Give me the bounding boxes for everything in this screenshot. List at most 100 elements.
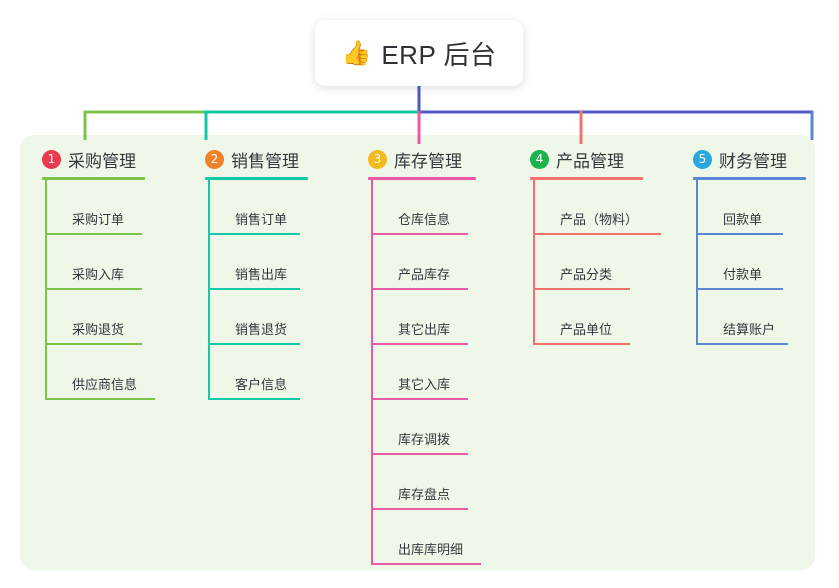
leaf-connector — [371, 233, 386, 235]
leaf-node[interactable]: 采购退货 — [45, 290, 145, 345]
branch-spine-3 — [371, 180, 373, 565]
leaf-node[interactable]: 客户信息 — [208, 345, 308, 400]
leaf-underline — [223, 398, 300, 400]
branch-children-3: 仓库信息产品库存其它出库其它入库库存调拨库存盘点出库库明细 — [368, 180, 481, 565]
leaf-connector — [208, 343, 223, 345]
leaf-node[interactable]: 采购入库 — [45, 235, 145, 290]
leaf-connector — [371, 453, 386, 455]
branch-badge-2: 2 — [205, 149, 224, 169]
branch-header-1[interactable]: 1 采购管理 — [42, 147, 145, 171]
leaf-connector — [533, 343, 548, 345]
leaf-connector — [45, 288, 60, 290]
leaf-connector — [208, 398, 223, 400]
leaf-label: 库存调拨 — [398, 432, 451, 447]
leaf-connector — [696, 343, 711, 345]
leaf-label: 出库库明细 — [398, 542, 464, 557]
leaf-label: 产品单位 — [560, 322, 613, 337]
leaf-label: 产品库存 — [398, 267, 451, 282]
leaf-label: 采购退货 — [72, 322, 125, 337]
leaf-underline — [386, 398, 468, 400]
leaf-underline — [60, 233, 142, 235]
leaf-node[interactable]: 产品单位 — [533, 290, 643, 345]
leaf-node[interactable]: 付款单 — [696, 235, 806, 290]
leaf-node[interactable]: 库存盘点 — [371, 455, 476, 510]
branch-children-2: 销售订单销售出库销售退货客户信息 — [205, 180, 308, 400]
leaf-node[interactable]: 产品（物料） — [533, 180, 661, 235]
leaf-connector — [45, 343, 60, 345]
leaf-label: 其它出库 — [398, 322, 451, 337]
leaf-node[interactable]: 仓库信息 — [371, 180, 476, 235]
leaf-connector — [45, 233, 60, 235]
leaf-underline — [223, 233, 300, 235]
leaf-label: 其它入库 — [398, 377, 451, 392]
root-node[interactable]: 👍 ERP 后台 — [315, 20, 523, 86]
leaf-label: 客户信息 — [235, 377, 288, 392]
leaf-connector — [371, 563, 386, 565]
leaf-node[interactable]: 其它入库 — [371, 345, 476, 400]
branch-underline-4 — [530, 177, 643, 180]
leaf-connector — [371, 398, 386, 400]
leaf-label: 供应商信息 — [72, 377, 138, 392]
leaf-underline — [548, 288, 630, 290]
leaf-node[interactable]: 回款单 — [696, 180, 806, 235]
leaf-node[interactable]: 其它出库 — [371, 290, 476, 345]
leaf-underline — [386, 453, 468, 455]
branch-label-1: 采购管理 — [68, 151, 136, 171]
branch-underline-1 — [42, 177, 145, 180]
leaf-underline — [223, 288, 300, 290]
leaf-node[interactable]: 销售退货 — [208, 290, 308, 345]
leaf-underline — [386, 343, 468, 345]
branch-underline-2 — [205, 177, 308, 180]
leaf-label: 销售出库 — [235, 267, 288, 282]
branch-children-4: 产品（物料） 产品分类产品单位 — [530, 180, 661, 345]
leaf-label: 付款单 — [723, 267, 763, 282]
leaf-connector — [371, 288, 386, 290]
leaf-label: 回款单 — [723, 212, 763, 227]
leaf-node[interactable]: 产品库存 — [371, 235, 476, 290]
leaf-node[interactable]: 销售出库 — [208, 235, 308, 290]
leaf-connector — [371, 508, 386, 510]
branch-underline-3 — [368, 177, 476, 180]
branch-badge-1: 1 — [42, 149, 61, 169]
branch-badge-4: 4 — [530, 149, 549, 169]
branch-children-5: 回款单付款单结算账户 — [693, 180, 806, 345]
leaf-connector — [208, 233, 223, 235]
leaf-underline — [548, 233, 661, 235]
branch-underline-5 — [693, 177, 806, 180]
branch-column-1[interactable]: 1 采购管理采购订单采购入库采购退货供应商信息 — [42, 147, 155, 400]
branch-spine-1 — [45, 180, 47, 400]
leaf-node[interactable]: 结算账户 — [696, 290, 806, 345]
branch-label-3: 库存管理 — [394, 151, 462, 171]
leaf-node[interactable]: 出库库明细 — [371, 510, 481, 565]
leaf-underline — [223, 343, 300, 345]
leaf-underline — [386, 563, 481, 565]
leaf-label: 采购入库 — [72, 267, 125, 282]
branch-label-5: 财务管理 — [719, 151, 787, 171]
leaf-label: 产品（物料） — [560, 212, 639, 227]
leaf-underline — [711, 288, 783, 290]
leaf-connector — [696, 288, 711, 290]
leaf-label: 仓库信息 — [398, 212, 451, 227]
root-title: ERP 后台 — [381, 39, 497, 70]
leaf-node[interactable]: 采购订单 — [45, 180, 145, 235]
branch-spine-5 — [696, 180, 698, 345]
leaf-node[interactable]: 供应商信息 — [45, 345, 155, 400]
leaf-underline — [386, 508, 468, 510]
leaf-connector — [208, 288, 223, 290]
leaf-connector — [696, 233, 711, 235]
leaf-label: 采购订单 — [72, 212, 125, 227]
leaf-node[interactable]: 销售订单 — [208, 180, 308, 235]
leaf-node[interactable]: 库存调拨 — [371, 400, 476, 455]
leaf-underline — [711, 233, 783, 235]
leaf-underline — [60, 398, 155, 400]
leaf-node[interactable]: 产品分类 — [533, 235, 643, 290]
leaf-label: 产品分类 — [560, 267, 613, 282]
